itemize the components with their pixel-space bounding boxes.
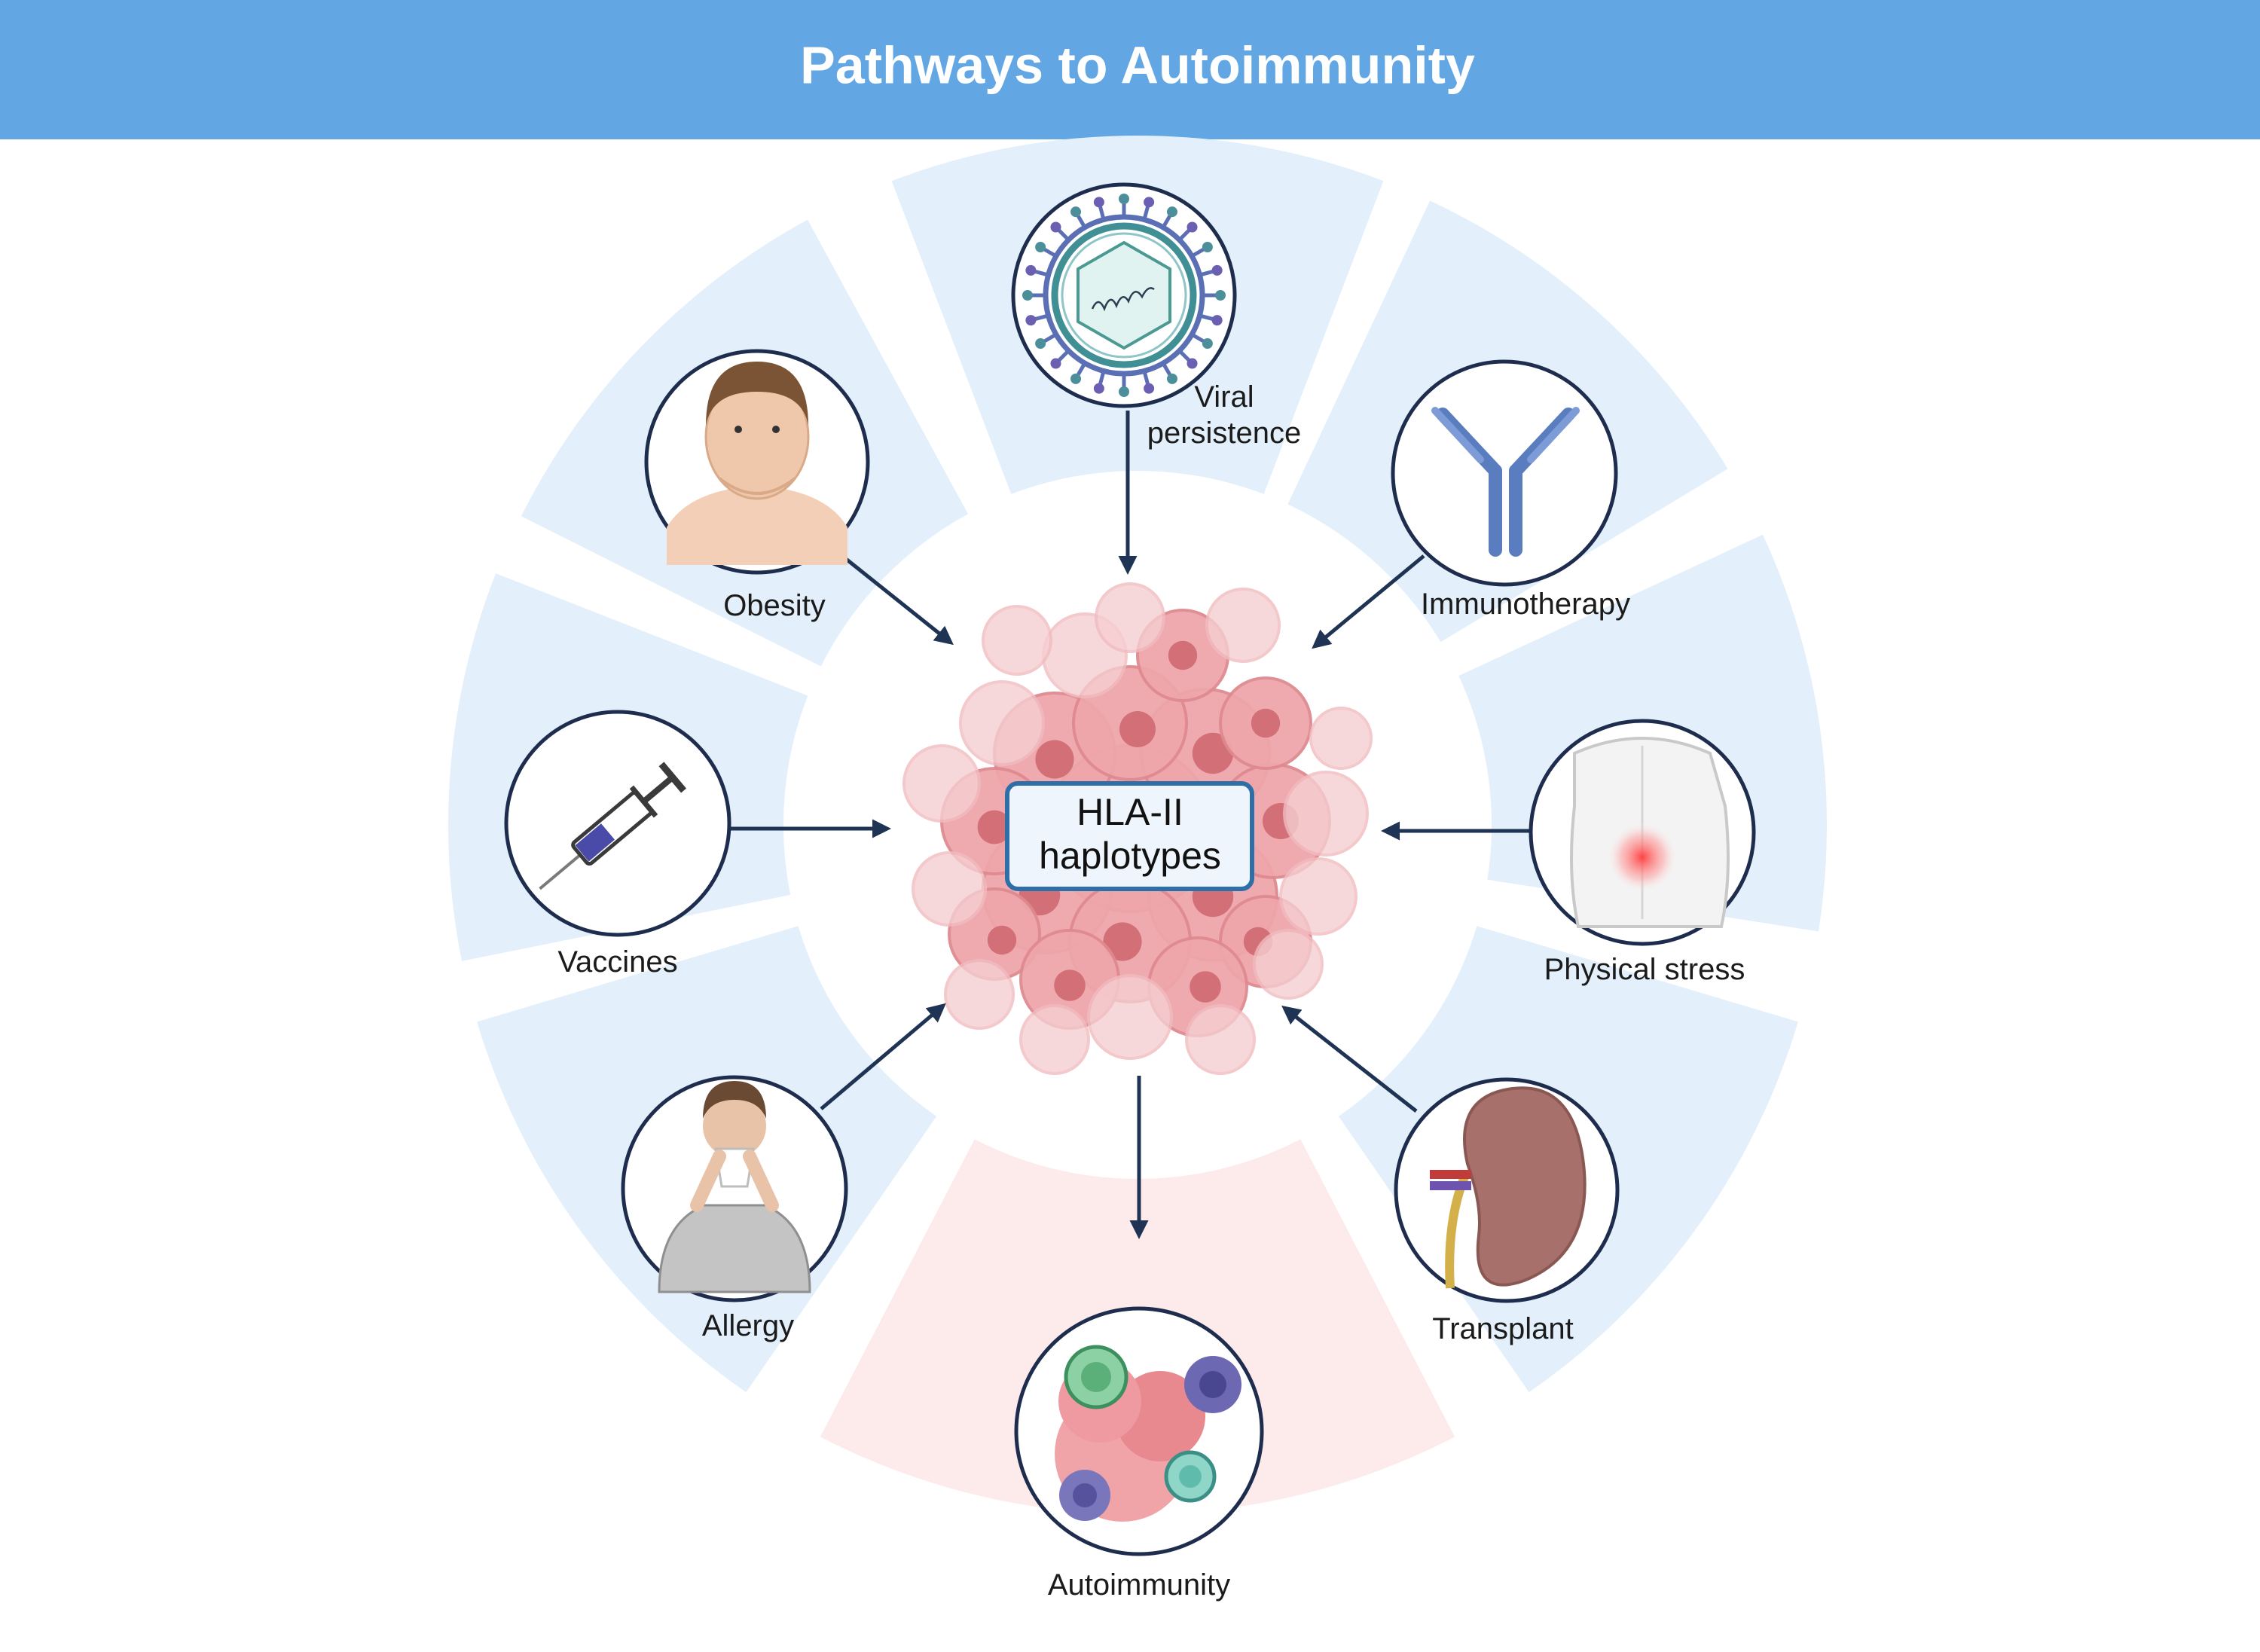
obese-man-icon bbox=[667, 362, 848, 565]
physical-stress-label: Physical stress bbox=[1544, 953, 1745, 986]
syringe-icon bbox=[539, 762, 687, 890]
virus-spike-tip bbox=[1035, 242, 1046, 252]
vaccines-label: Vaccines bbox=[557, 945, 677, 979]
cluster-cell bbox=[944, 959, 1015, 1030]
cluster-cell-nucleus bbox=[1190, 971, 1221, 1003]
back-pain-icon bbox=[1570, 737, 1730, 928]
virus-icon bbox=[1022, 194, 1226, 397]
cluster-cell-nucleus bbox=[1103, 922, 1142, 961]
virus-spike-tip bbox=[1186, 358, 1198, 369]
virus-spike-tip bbox=[1093, 197, 1104, 208]
cluster-cell-nucleus bbox=[1119, 711, 1156, 747]
arrow-obesity bbox=[833, 548, 954, 646]
cell-cluster bbox=[902, 582, 1373, 1075]
center-label-line2: haplotypes bbox=[1039, 835, 1221, 877]
sneezing-person-icon bbox=[658, 1081, 811, 1293]
cluster-cell bbox=[912, 851, 987, 927]
factor-transplant: Transplant bbox=[1394, 1077, 1620, 1345]
virus-spike-tip bbox=[1093, 383, 1104, 394]
virus-spike-tip bbox=[1050, 358, 1061, 369]
cluster-cell bbox=[982, 605, 1052, 676]
cluster-cell bbox=[1019, 1004, 1090, 1075]
obesity-label: Obesity bbox=[723, 589, 826, 622]
page-title: Pathways to Autoimmunity bbox=[800, 35, 1475, 94]
virus-spike-tip bbox=[1025, 315, 1037, 326]
virus-spike-tip bbox=[1035, 338, 1046, 349]
virus-spike-tip bbox=[1144, 383, 1155, 394]
virus-spike-tip bbox=[1070, 373, 1081, 384]
cluster-cell bbox=[1253, 929, 1324, 1000]
virus-spike-tip bbox=[1211, 264, 1223, 276]
virus-spike-tip bbox=[1022, 290, 1033, 301]
cluster-cell-nucleus bbox=[987, 925, 1017, 955]
viral-label-line2: persistence bbox=[1147, 417, 1302, 450]
cluster-cell bbox=[1309, 707, 1373, 770]
autoimmunity-label: Autoimmunity bbox=[1048, 1568, 1230, 1602]
virus-spike-tip bbox=[1167, 206, 1177, 218]
immune-cells-icon bbox=[1055, 1345, 1241, 1522]
immunotherapy-label: Immunotherapy bbox=[1421, 588, 1630, 621]
cluster-cell bbox=[959, 680, 1045, 766]
cluster-cell bbox=[1095, 582, 1165, 653]
factor-allergy: Allergy bbox=[621, 1075, 848, 1342]
cluster-cell bbox=[1283, 771, 1369, 857]
transplant-label: Transplant bbox=[1432, 1312, 1574, 1345]
virus-spike-tip bbox=[1215, 290, 1226, 301]
virus-spike-tip bbox=[1050, 221, 1061, 233]
allergy-label: Allergy bbox=[702, 1309, 794, 1342]
arrow-transplant bbox=[1281, 1005, 1418, 1113]
virus-spike-tip bbox=[1070, 206, 1081, 218]
cluster-cell bbox=[1087, 974, 1173, 1060]
factor-viral: Viral persistence bbox=[1011, 182, 1302, 450]
factor-vaccines: Vaccines bbox=[504, 710, 731, 979]
virus-spike-tip bbox=[1144, 197, 1155, 208]
arrow-immunotherapy bbox=[1312, 554, 1425, 649]
virus-spike-tip bbox=[1167, 373, 1177, 384]
arrow-allergy bbox=[820, 1003, 946, 1110]
cluster-cell bbox=[1205, 588, 1281, 663]
virus-spike-tip bbox=[1025, 264, 1037, 276]
header-bar bbox=[0, 0, 2260, 139]
virus-spike-tip bbox=[1119, 194, 1129, 204]
arrows bbox=[731, 411, 1529, 1239]
antibody-icon bbox=[1431, 407, 1580, 557]
cluster-cell-nucleus bbox=[977, 810, 1012, 844]
cluster-cell bbox=[902, 744, 981, 823]
outcome-autoimmunity: Autoimmunity bbox=[1014, 1306, 1264, 1602]
factor-immunotherapy: Immunotherapy bbox=[1391, 359, 1630, 621]
center-label-box: HLA-II haplotypes bbox=[1005, 781, 1254, 891]
cluster-cell-nucleus bbox=[1168, 640, 1198, 670]
virus-spike-tip bbox=[1211, 315, 1223, 326]
cluster-cell-nucleus bbox=[1251, 708, 1281, 738]
virus-spike-tip bbox=[1119, 386, 1129, 397]
virus-spike-tip bbox=[1186, 221, 1198, 233]
cluster-cell bbox=[1185, 1004, 1256, 1075]
cluster-cell-nucleus bbox=[1035, 740, 1074, 779]
virus-spike-tip bbox=[1202, 242, 1213, 252]
cluster-cell-nucleus bbox=[1192, 732, 1234, 774]
factor-obesity: Obesity bbox=[644, 349, 870, 622]
viral-label-line1: Viral bbox=[1194, 380, 1254, 414]
virus-spike-tip bbox=[1202, 338, 1213, 349]
immunotherapy-circle bbox=[1391, 359, 1618, 587]
cluster-cell-nucleus bbox=[1054, 970, 1086, 1001]
center-label-line1: HLA-II bbox=[1077, 791, 1183, 833]
kidney-icon bbox=[1430, 1086, 1587, 1289]
cluster-cell bbox=[1279, 857, 1358, 936]
factor-physical-stress: Physical stress bbox=[1529, 719, 1756, 986]
